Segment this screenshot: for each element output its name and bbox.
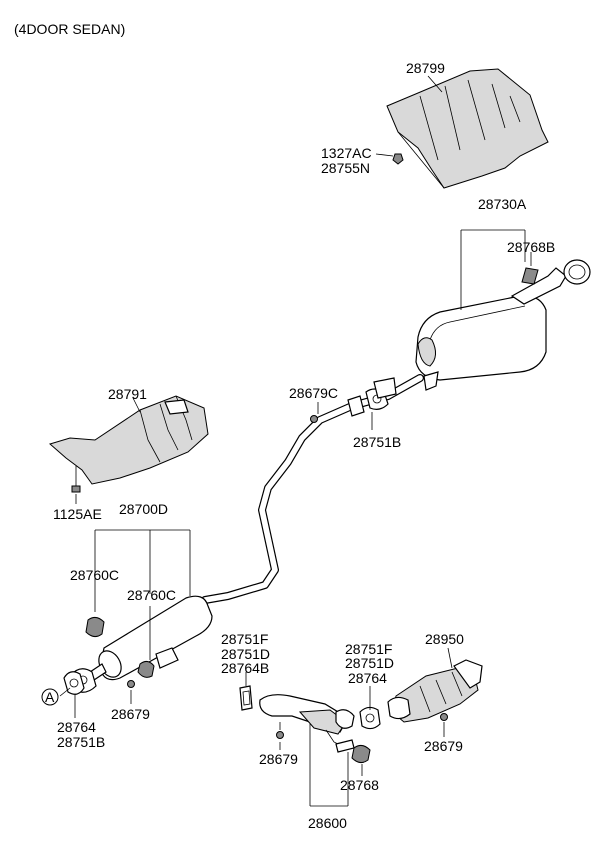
label-28679-mid: 28679 (259, 751, 298, 767)
catalytic-converter (387, 659, 483, 723)
label-28764B: 28764B (221, 660, 269, 676)
label-28751B-left: 28751B (57, 734, 105, 750)
label-28751F-a: 28751F (221, 631, 268, 647)
hanger-28768 (351, 744, 371, 764)
callout-A: A (41, 688, 59, 706)
nut-28679-right (440, 713, 448, 721)
label-28700D: 28700D (119, 501, 168, 517)
label-28799: 28799 (406, 60, 445, 76)
hanger-28760C-mid (137, 660, 155, 678)
heat-protector-lower (48, 395, 209, 485)
diagram-title: (4DOOR SEDAN) (14, 21, 125, 37)
bolt-1125AE (71, 466, 81, 493)
nut-28679-left (127, 680, 135, 688)
label-28751F-b: 28751F (345, 641, 392, 657)
label-28764-right: 28764 (348, 670, 387, 686)
label-28760C-left: 28760C (70, 567, 119, 583)
label-28764-left: 28764 (57, 719, 96, 735)
front-pipe (259, 694, 355, 753)
label-28768B: 28768B (507, 239, 555, 255)
center-pipe (201, 374, 424, 604)
nut-28679C (310, 415, 318, 423)
label-28679C: 28679C (289, 385, 338, 401)
label-28679-right: 28679 (424, 738, 463, 754)
label-1327AC: 1327AC (321, 145, 372, 161)
front-muffler (69, 595, 213, 693)
label-28751D-a: 28751D (221, 646, 270, 662)
nut-28679-mid (276, 731, 284, 739)
label-28600: 28600 (308, 815, 347, 831)
label-28791: 28791 (108, 386, 147, 402)
label-1125AE: 1125AE (53, 506, 102, 522)
gasket-28764-right (359, 706, 381, 730)
gasket-28764B (239, 685, 253, 711)
label-28751D-b: 28751D (345, 655, 394, 671)
heat-protector-upper (386, 68, 549, 189)
rear-muffler (415, 259, 591, 391)
label-28679-left: 28679 (111, 706, 150, 722)
label-28755N: 28755N (321, 160, 370, 176)
label-28751B-upper: 28751B (353, 434, 401, 450)
label-28730A: 28730A (478, 196, 527, 212)
hanger-28760C-left (85, 616, 105, 638)
label-28768: 28768 (340, 777, 379, 793)
label-28950: 28950 (425, 631, 464, 647)
bolt-1327AC (392, 153, 404, 165)
label-28760C-mid: 28760C (127, 587, 176, 603)
callout-A-label: A (45, 689, 55, 705)
